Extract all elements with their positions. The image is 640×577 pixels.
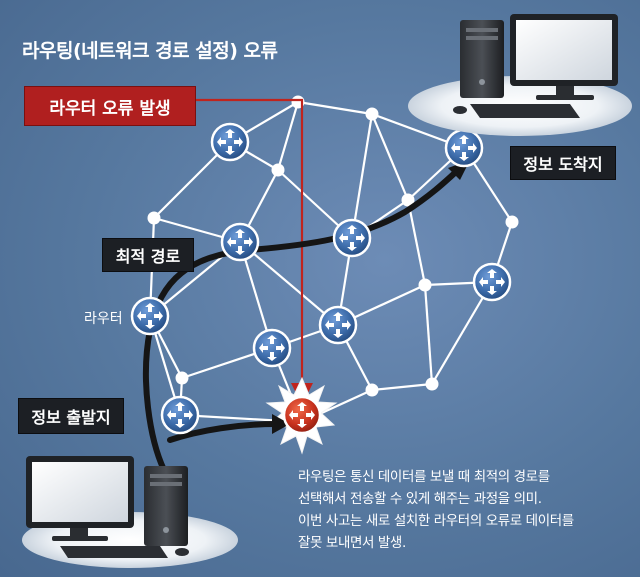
failed-path-line (167, 421, 279, 443)
routers (130, 122, 512, 435)
origin-label: 정보 출발지 (18, 398, 124, 434)
junction-node (147, 211, 161, 225)
computer-icon (453, 14, 618, 118)
description-line: 라우팅은 통신 데이터를 보낼 때 최적의 경로를 (298, 469, 550, 485)
description-line: 이번 사고는 새로 설치한 라우터의 오류로 데이터를 (298, 513, 574, 529)
optimal-path-label: 최적 경로 (102, 238, 194, 272)
junction-node (271, 163, 285, 177)
junction-node (425, 377, 439, 391)
junction-node (505, 215, 519, 229)
router-icon (472, 262, 512, 302)
page-title: 라우팅(네트워크 경로 설정) 오류 (22, 40, 278, 62)
junction-node (175, 371, 189, 385)
junction-node (365, 383, 379, 397)
junction-node (365, 107, 379, 121)
router-icon (210, 122, 250, 162)
router-label: 라우터 (84, 311, 123, 327)
router-icon (160, 395, 200, 435)
junction-nodes (147, 95, 519, 397)
description-text: 라우팅은 통신 데이터를 보낼 때 최적의 경로를 선택해서 전송할 수 있게 … (298, 466, 634, 554)
router-icon (444, 128, 484, 168)
junction-node (401, 193, 415, 207)
description-line: 잘못 보내면서 발생. (298, 535, 406, 551)
origin-computer (22, 456, 238, 568)
error-router-icon (282, 395, 322, 435)
description-line: 선택해서 전송할 수 있게 해주는 과정을 의미. (298, 491, 542, 507)
router-icon (220, 222, 260, 262)
destination-computer (408, 14, 632, 136)
destination-label: 정보 도착지 (510, 146, 616, 180)
router-icon (252, 328, 292, 368)
router-icon (318, 305, 358, 345)
junction-node (418, 278, 432, 292)
arrow-icon (272, 414, 290, 434)
router-icon (130, 296, 170, 336)
router-error-label: 라우터 오류 발생 (24, 86, 196, 126)
error-pointer-line (194, 98, 313, 405)
router-icon (332, 218, 372, 258)
computer-icon (26, 456, 189, 558)
